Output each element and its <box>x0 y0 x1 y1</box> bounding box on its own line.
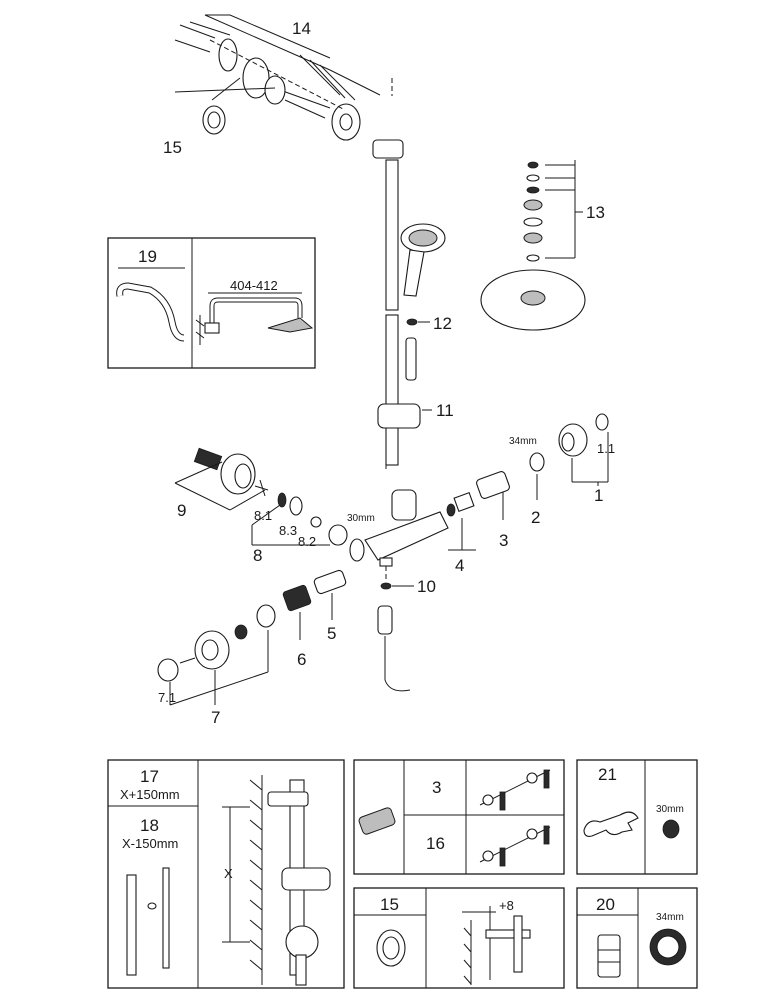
callout-14: 14 <box>292 19 311 38</box>
parts-5-6-7: 5 6 7.1 7 <box>157 569 347 727</box>
nut-34mm-label: 34mm <box>509 436 537 447</box>
callout-10: 10 <box>417 577 436 596</box>
lower-riser-tube <box>385 314 399 466</box>
inset-19-number: 19 <box>138 247 157 266</box>
callout-11: 11 <box>436 401 454 420</box>
nut-30mm-label: 30mm <box>347 513 375 524</box>
thermostat-assembly: 10 <box>349 440 449 692</box>
box-18-dimension: X-150mm <box>122 836 178 851</box>
wall-plate <box>218 38 238 72</box>
box-16-number: 16 <box>426 834 445 853</box>
box-21-number: 21 <box>598 765 617 784</box>
box-15-dimension: +8 <box>499 898 514 913</box>
filter-10 <box>380 582 392 590</box>
hand-shower <box>400 223 446 297</box>
x-dimension: X <box>224 866 233 881</box>
callout-2: 2 <box>531 508 540 527</box>
upper-riser-tube <box>385 159 399 311</box>
part-8-set: 30mm 8.1 8.3 8.2 8 <box>251 492 375 565</box>
callout-8-1: 8.1 <box>254 508 272 523</box>
callout-1-1: 1.1 <box>597 441 615 456</box>
box-15-number: 15 <box>380 895 399 914</box>
box-17-number: 17 <box>140 767 159 786</box>
callout-9: 9 <box>177 501 186 520</box>
parts-1-4: 4 3 34mm 2 1.1 1 <box>446 413 615 575</box>
part-3-cartridge <box>476 471 510 499</box>
box-20-dimension: 34mm <box>656 912 684 923</box>
hand-shower-holder <box>377 403 421 429</box>
box-20: 20 34mm <box>576 887 698 989</box>
callout-8-2: 8.2 <box>298 534 316 549</box>
mount-bracket <box>264 75 286 105</box>
box-17-18: 17 X+150mm 18 X-150mm X <box>107 759 345 989</box>
wall-mount-assembly: 14 15 <box>163 14 381 157</box>
head-shower-assembly: 13 <box>480 160 605 331</box>
callout-8: 8 <box>253 546 262 565</box>
inset-19-dimension: 404-412 <box>230 278 278 293</box>
part-9-handle: 9 <box>174 447 269 520</box>
part-5-cartridge <box>313 569 347 595</box>
shower-riser: 12 11 <box>372 44 532 466</box>
box-18-number: 18 <box>140 816 159 835</box>
callout-1: 1 <box>594 486 603 505</box>
hose-connector <box>405 337 417 381</box>
box-17-dimension: X+150mm <box>120 787 180 802</box>
callout-6: 6 <box>297 650 306 669</box>
callout-7-1: 7.1 <box>158 690 176 705</box>
part-6-valve <box>282 584 312 612</box>
hose-nut <box>377 605 393 635</box>
box-20-number: 20 <box>596 895 615 914</box>
top-bracket <box>372 139 404 159</box>
callout-8-3: 8.3 <box>279 523 297 538</box>
box-21-dimension: 30mm <box>656 804 684 815</box>
wrench-icon <box>583 811 639 837</box>
part-7-1-cap <box>157 658 179 682</box>
callout-3: 3 <box>499 531 508 550</box>
box-3-16: 3 16 <box>353 759 565 875</box>
thermo-icon-3 <box>479 769 551 811</box>
callout-4: 4 <box>455 556 464 575</box>
callout-7: 7 <box>211 708 220 727</box>
thermostat-body <box>364 511 449 561</box>
inset-19: 19 404-412 <box>107 237 316 369</box>
box-21: 21 30mm <box>576 759 698 875</box>
box-15: 15 +8 <box>353 887 565 989</box>
part-2-nut <box>529 452 545 472</box>
callout-15: 15 <box>163 138 182 157</box>
callout-5: 5 <box>327 624 336 643</box>
seal-ring-15 <box>202 105 226 135</box>
wall-screws <box>174 21 331 119</box>
callout-13: 13 <box>586 203 605 222</box>
callout-12: 12 <box>433 314 452 333</box>
thermo-icon-16 <box>479 825 551 867</box>
box-3-number: 3 <box>432 778 441 797</box>
